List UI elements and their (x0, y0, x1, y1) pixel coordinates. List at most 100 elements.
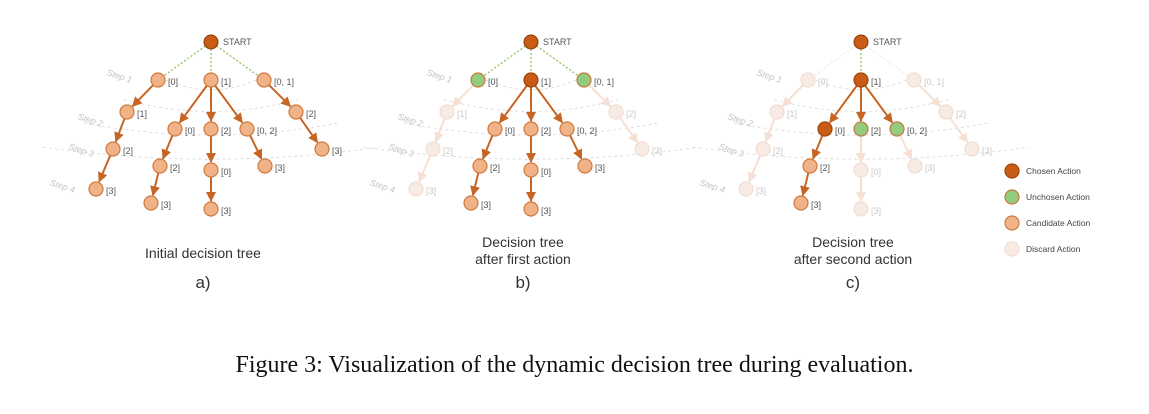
step-label-3: Step 3 (67, 141, 95, 159)
node-n2b (314, 141, 330, 157)
legend-label-discard: Discard Action (1026, 244, 1081, 254)
node-n0c (88, 181, 104, 197)
node-label-n0c: [3] (756, 186, 766, 196)
start-edge-n0 (163, 45, 206, 77)
node-label-n0c: [3] (106, 186, 116, 196)
node-n1e (203, 162, 219, 178)
node-label-n1a: [0] (835, 126, 845, 136)
edge-n0a-n0b (764, 118, 776, 143)
node-n2b (634, 141, 650, 157)
edge-n2-n2a (268, 84, 292, 108)
node-label-n0a: [1] (137, 109, 147, 119)
node-n1d (472, 158, 488, 174)
node-n2 (576, 72, 592, 88)
step-label-1: Step 1 (105, 67, 133, 85)
node-label-n1: [1] (871, 77, 881, 87)
node-label-n1e: [0] (871, 167, 881, 177)
node-label-n0a: [1] (787, 109, 797, 119)
panel-caption-line-1: Decision tree (482, 234, 564, 250)
start-node (523, 34, 539, 50)
node-label-n1h: [3] (541, 206, 551, 216)
node-label-n0c: [3] (426, 186, 436, 196)
node-label-n1b: [2] (221, 126, 231, 136)
panel-caption-line-1: Initial decision tree (145, 245, 261, 261)
start-node (203, 34, 219, 50)
node-n1a (487, 121, 503, 137)
edge-n0-n0a (451, 84, 474, 107)
node-n0b (755, 141, 771, 157)
node-label-n1h: [3] (221, 206, 231, 216)
node-label-n0a: [1] (457, 109, 467, 119)
node-n1c (239, 121, 255, 137)
panel-sublabel: a) (195, 273, 210, 292)
step-label-2: Step 2 (76, 111, 104, 129)
panel-caption-line-2: after second action (794, 251, 912, 267)
start-edge-n0 (483, 45, 526, 77)
node-n1d (802, 158, 818, 174)
panel-sublabel: b) (515, 273, 530, 292)
edge-n0b-n0c (748, 155, 762, 183)
step-label-4: Step 4 (368, 177, 396, 195)
legend-marker-chosen (1004, 163, 1020, 179)
legend-label-chosen: Chosen Action (1026, 166, 1081, 176)
step-label-4: Step 4 (698, 177, 726, 195)
step-label-4: Step 4 (48, 177, 76, 195)
step-label-2: Step 2 (726, 111, 754, 129)
node-label-n0: [0] (168, 77, 178, 87)
node-n1c (889, 121, 905, 137)
node-label-n0b: [2] (443, 146, 453, 156)
node-label-n2a: [2] (626, 109, 636, 119)
node-label-n2a: [2] (956, 109, 966, 119)
edge-n0b-n0c (418, 155, 432, 183)
node-label-n0b: [2] (773, 146, 783, 156)
start-label: START (543, 37, 572, 47)
node-n0b (105, 141, 121, 157)
node-label-n1h: [3] (871, 206, 881, 216)
start-label: START (223, 37, 252, 47)
edge-n1-n1a (498, 85, 528, 124)
start-label: START (873, 37, 902, 47)
node-n0a (439, 104, 455, 120)
node-label-n1f: [3] (275, 163, 285, 173)
node-n1e (853, 162, 869, 178)
edge-n1c-n1f (569, 134, 583, 160)
node-label-n2b: [3] (332, 146, 342, 156)
start-node (853, 34, 869, 50)
node-label-n1a: [0] (185, 126, 195, 136)
legend-marker-unchosen (1004, 189, 1020, 205)
node-n1e (523, 162, 539, 178)
start-edge-n2 (216, 45, 259, 77)
node-label-n1e: [0] (221, 167, 231, 177)
edge-n1c-n1f (899, 134, 913, 160)
edge-n1a-n1d (161, 135, 174, 160)
node-n2a (938, 104, 954, 120)
edge-n1c-n1f (249, 134, 263, 160)
node-n1 (523, 72, 539, 88)
node-n1a (817, 121, 833, 137)
step-arc-1 (480, 77, 582, 91)
node-n1b (203, 121, 219, 137)
panel-sublabel: c) (846, 273, 860, 292)
step-arc-1 (160, 77, 262, 91)
node-label-n1f: [3] (595, 163, 605, 173)
node-n0 (800, 72, 816, 88)
edge-n0b-n0c (98, 155, 112, 183)
edge-n1a-n1d (811, 135, 824, 160)
edge-n1-n1c (214, 85, 244, 124)
node-label-n1e: [0] (541, 167, 551, 177)
node-n1g (463, 195, 479, 211)
node-label-n0: [0] (488, 77, 498, 87)
edge-n2a-n2b (299, 117, 319, 144)
node-n2b (964, 141, 980, 157)
edge-n1d-n1g (800, 172, 810, 197)
edge-n1-n1c (864, 85, 894, 124)
node-n1h (523, 201, 539, 217)
legend-label-candidate: Candidate Action (1026, 218, 1091, 228)
edge-n1-n1c (534, 85, 564, 124)
edge-n0a-n0b (434, 118, 446, 143)
node-n0c (738, 181, 754, 197)
